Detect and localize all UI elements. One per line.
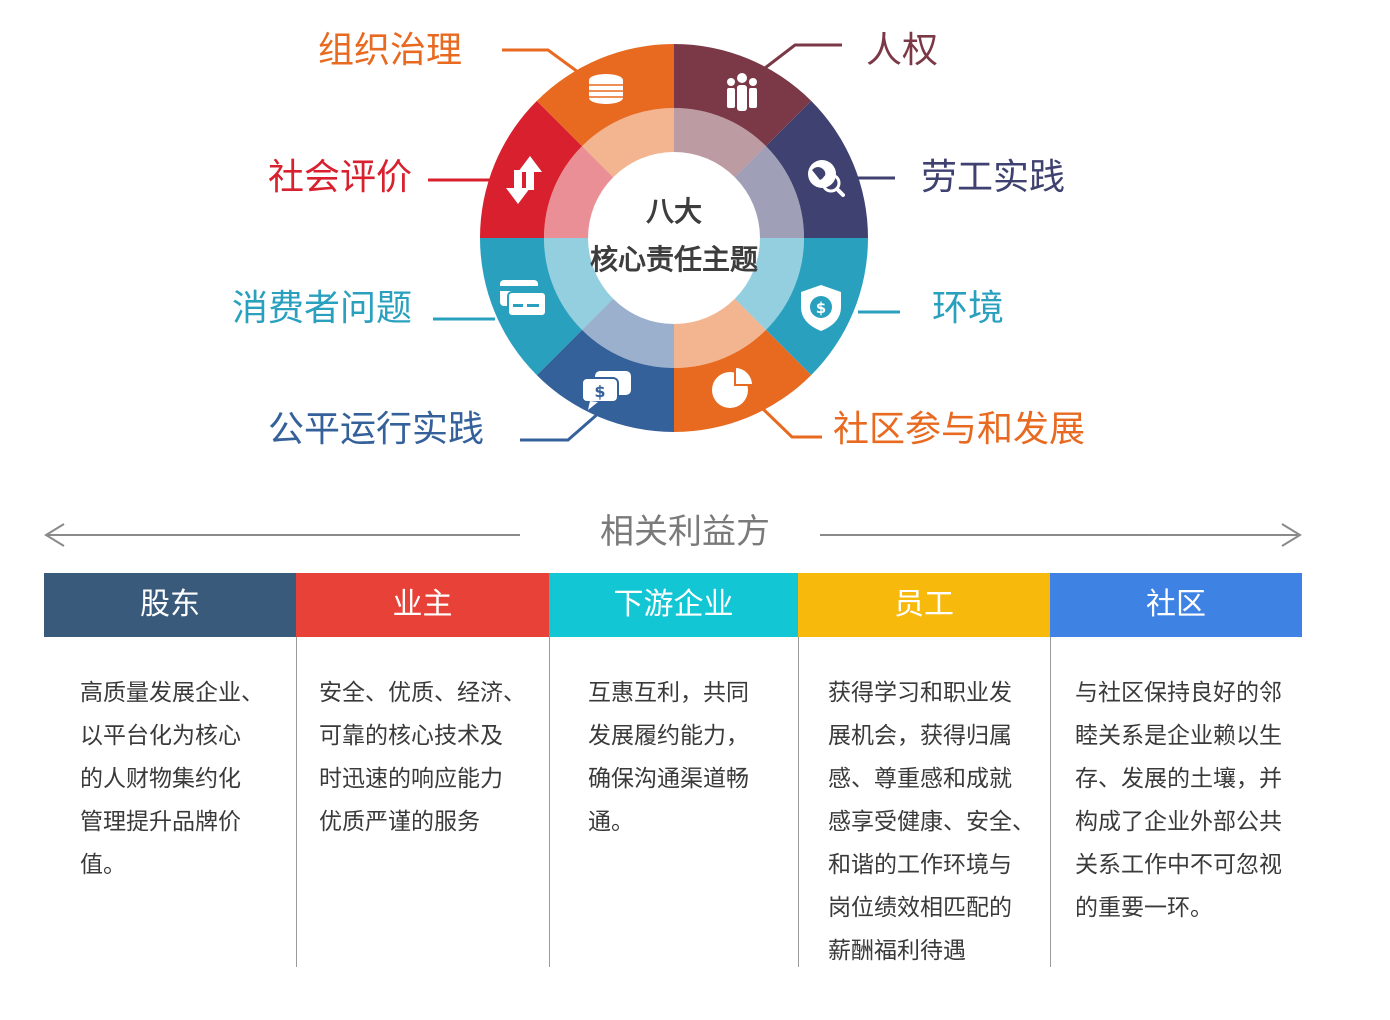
topic-label-environment: 环境 <box>932 288 1005 329</box>
col-header-owners: 业主 <box>296 573 549 637</box>
topic-label-fair-operation: 公平运行实践 <box>268 409 485 450</box>
inner-segment-community <box>674 297 766 368</box>
inner-segment-labor-practice <box>733 146 804 238</box>
chat-dollar-icon: $ <box>581 371 631 410</box>
column-divider <box>296 637 297 967</box>
connector-community <box>760 406 822 439</box>
col-header-employees: 员工 <box>798 573 1050 637</box>
topic-label-human-rights: 人权 <box>866 30 939 71</box>
coin-stack-icon <box>589 74 623 104</box>
center-title-line1: 八大 <box>645 195 702 228</box>
col-text-shareholders: 高质量发展企业、 以平台化为核心 的人财物集约化 管理提升品牌价 值。 <box>80 680 264 878</box>
col-header-downstream: 下游企业 <box>549 573 798 637</box>
topic-label-consumer: 消费者问题 <box>232 288 413 329</box>
connector-fair-operation <box>520 410 601 442</box>
people-icon <box>727 73 757 111</box>
topic-label-governance: 组织治理 <box>318 30 463 71</box>
up-down-arrows-icon <box>506 156 542 204</box>
credit-card-icon <box>500 280 547 317</box>
shield-dollar-icon: $ <box>801 285 841 331</box>
center-title-line2: 核心责任主题 <box>589 243 758 276</box>
topic-label-labor-practice: 劳工实践 <box>921 157 1066 198</box>
inner-segment-consumer <box>544 238 615 330</box>
col-text-downstream: 互惠互利，共同 发展履约能力， 确保沟通渠道畅 通。 <box>588 680 749 835</box>
svg-text:$: $ <box>594 382 605 401</box>
col-header-community: 社区 <box>1050 573 1302 637</box>
col-text-community: 与社区保持良好的邻 睦关系是企业赖以生 存、发展的土壤，并 构成了企业外部公共 … <box>1075 680 1282 921</box>
topic-label-community: 社区参与和发展 <box>833 409 1086 450</box>
inner-segment-fair-operation <box>582 297 674 368</box>
column-divider <box>798 637 799 967</box>
svg-text:$: $ <box>816 299 826 317</box>
inner-segment-governance <box>582 108 674 179</box>
stakeholders-title: 相关利益方 <box>600 512 770 552</box>
connector-human-rights <box>764 43 842 70</box>
inner-ring <box>544 108 804 368</box>
column-divider <box>1050 637 1051 967</box>
col-text-owners: 安全、优质、经济、 可靠的核心技术及 时迅速的响应能力 优质严谨的服务 <box>319 680 526 835</box>
pie-chart-icon <box>712 365 755 408</box>
label-connectors <box>428 43 900 442</box>
center-circle <box>588 152 760 324</box>
double-arrow <box>44 523 1302 547</box>
topic-label-social-eval: 社会评价 <box>268 157 413 198</box>
globe-search-icon <box>808 160 845 197</box>
inner-segment-environment <box>733 238 804 330</box>
connector-governance <box>502 48 579 74</box>
inner-segment-human-rights <box>674 108 766 179</box>
inner-segment-social-eval <box>544 146 615 238</box>
column-divider <box>549 637 550 967</box>
col-text-employees: 获得学习和职业发 展机会，获得归属 感、尊重感和成就 感享受健康、安全、 和谐的… <box>828 680 1035 964</box>
col-header-shareholders: 股东 <box>44 573 296 637</box>
